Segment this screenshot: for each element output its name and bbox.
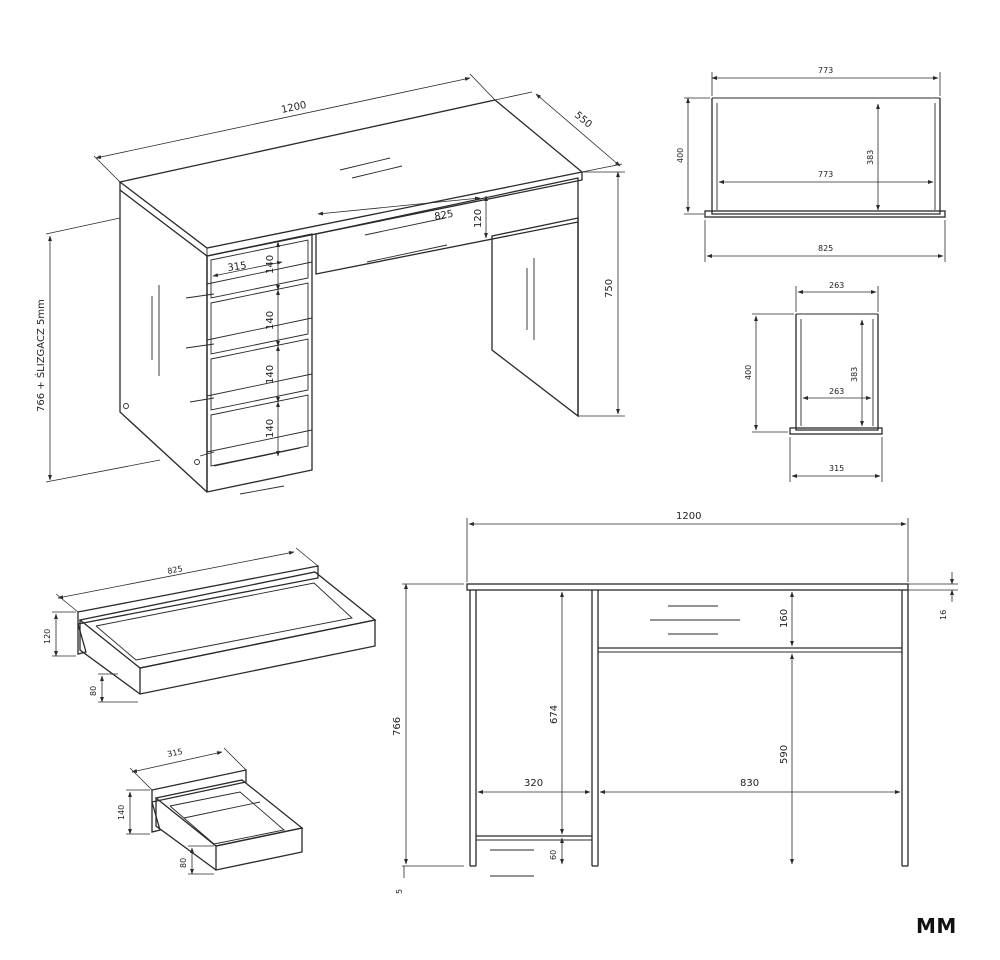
large-drawer-plan-view: 773 400 383 773 825: [676, 66, 946, 262]
small-plan-inner-width: 263: [829, 387, 844, 396]
small-iso-front-height: 140: [117, 805, 126, 820]
small-plan-front-width: 315: [829, 464, 844, 473]
iso-drawer-height-1: 140: [265, 255, 276, 274]
iso-top-drawer-height-label: 120: [473, 209, 484, 228]
iso-drawer-height-4: 140: [265, 419, 276, 438]
small-iso-width: 315: [167, 747, 184, 759]
desk-isometric-view: 1200 550 750 766 + ŚLIZGACZ 5mm 825 120 …: [34, 73, 625, 495]
small-plan-inner-depth: 383: [850, 367, 859, 382]
front-left-height-label: 674: [549, 705, 560, 724]
front-height-label: 766: [392, 717, 403, 736]
large-plan-inner-depth: 383: [866, 150, 875, 165]
large-iso-front-height: 120: [43, 629, 52, 644]
front-drawer-height-label: 160: [779, 609, 790, 628]
large-plan-outer-width: 773: [818, 66, 833, 75]
small-drawer-plan-view: 263 400 383 263 315: [744, 281, 883, 482]
large-iso-side-height: 80: [89, 686, 98, 696]
front-glide-label: 5: [395, 889, 404, 894]
large-plan-inner-width: 773: [818, 170, 833, 179]
iso-total-height-label: 766 + ŚLIZGACZ 5mm: [34, 299, 47, 412]
large-iso-width: 825: [167, 564, 184, 576]
iso-height-label: 750: [604, 279, 615, 298]
front-leg-height-label: 590: [779, 745, 790, 764]
front-top-thickness-label: 16: [939, 610, 948, 620]
iso-drawer-height-2: 140: [265, 311, 276, 330]
large-drawer-isometric-view: 825 120 80: [43, 547, 377, 703]
front-left-width-label: 320: [524, 778, 543, 789]
front-bottom-drawer-label: 60: [549, 850, 558, 860]
front-width-label: 1200: [676, 511, 701, 522]
iso-width-label: 1200: [280, 100, 307, 116]
front-right-width-label: 830: [740, 778, 759, 789]
large-plan-front-width: 825: [818, 244, 833, 253]
large-plan-depth: 400: [676, 148, 685, 163]
small-plan-outer-width: 263: [829, 281, 844, 290]
small-plan-depth: 400: [744, 365, 753, 380]
iso-drawer-width-label: 315: [227, 260, 247, 274]
iso-drawer-height-3: 140: [265, 365, 276, 384]
desk-front-view: 1200 766 16 160 674 590 320 830 60 5: [392, 511, 958, 894]
small-iso-side-height: 80: [179, 858, 188, 868]
small-drawer-isometric-view: 315 140 80: [117, 747, 304, 875]
iso-top-drawer-width-label: 825: [434, 209, 455, 223]
brand-logo: MM: [916, 914, 957, 938]
